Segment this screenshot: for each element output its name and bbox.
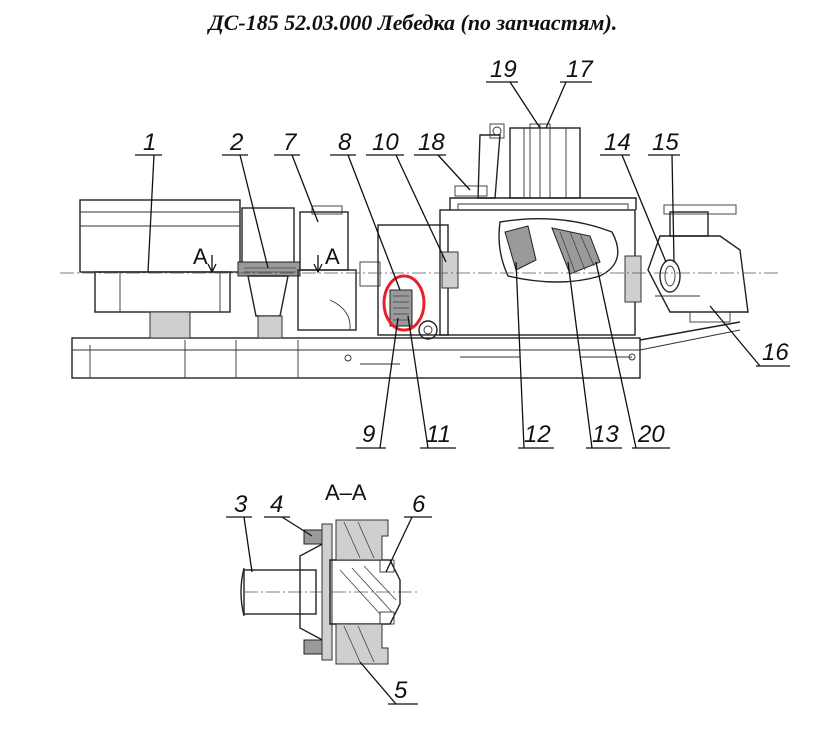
mast-bracket bbox=[454, 123, 581, 199]
svg-text:14: 14 bbox=[604, 129, 631, 156]
svg-text:18: 18 bbox=[418, 129, 445, 156]
callout-1: 1 bbox=[135, 129, 162, 273]
svg-text:4: 4 bbox=[270, 491, 283, 518]
callout-4: 4 bbox=[264, 491, 313, 537]
section-mark-right: А bbox=[313, 244, 340, 274]
callout-18: 18 bbox=[414, 129, 471, 191]
callout-5: 5 bbox=[359, 661, 418, 705]
svg-text:16: 16 bbox=[762, 339, 789, 366]
section-mark-label-left: А bbox=[193, 244, 208, 269]
callout-16: 16 bbox=[709, 305, 790, 367]
svg-text:5: 5 bbox=[394, 677, 408, 704]
section-mark-label-right: А bbox=[325, 244, 340, 269]
callout-3: 3 bbox=[226, 491, 253, 573]
shaft-coupling bbox=[389, 289, 438, 340]
callout-19: 19 bbox=[486, 56, 541, 129]
callout-15: 15 bbox=[648, 129, 680, 263]
svg-text:7: 7 bbox=[283, 129, 298, 156]
callout-12: 12 bbox=[515, 261, 554, 449]
drum-housing bbox=[359, 197, 642, 336]
section-title: А–А bbox=[325, 480, 367, 505]
svg-text:9: 9 bbox=[362, 421, 375, 448]
callout-6: 6 bbox=[385, 491, 432, 573]
callout-9: 9 bbox=[356, 317, 399, 449]
svg-text:19: 19 bbox=[490, 56, 517, 83]
svg-text:20: 20 bbox=[637, 421, 665, 448]
callout-7: 7 bbox=[274, 129, 319, 223]
pulley-assembly bbox=[647, 204, 749, 323]
svg-text:6: 6 bbox=[412, 491, 426, 518]
callout-17: 17 bbox=[545, 56, 594, 129]
callout-13: 13 bbox=[567, 261, 622, 449]
callout-8: 8 bbox=[330, 129, 401, 291]
frame-base bbox=[71, 321, 741, 379]
svg-text:11: 11 bbox=[426, 421, 451, 448]
svg-text:12: 12 bbox=[524, 421, 551, 448]
svg-text:1: 1 bbox=[143, 129, 156, 156]
svg-text:2: 2 bbox=[229, 129, 243, 156]
section-mark-left: А bbox=[193, 244, 217, 274]
highlight-circle bbox=[382, 274, 426, 332]
svg-text:17: 17 bbox=[566, 56, 594, 83]
svg-text:3: 3 bbox=[234, 491, 248, 518]
svg-text:13: 13 bbox=[592, 421, 619, 448]
callout-10: 10 bbox=[366, 129, 447, 263]
callout-20: 20 bbox=[595, 261, 670, 449]
callout-11: 11 bbox=[407, 315, 456, 449]
electric-motor bbox=[79, 199, 241, 339]
svg-text:10: 10 bbox=[372, 129, 399, 156]
callout-14: 14 bbox=[600, 129, 667, 263]
gearbox bbox=[297, 205, 357, 331]
svg-text:15: 15 bbox=[652, 129, 679, 156]
drawing-title: ДС-185 52.03.000 Лебедка (по запчастям). bbox=[208, 10, 618, 35]
callout-2: 2 bbox=[222, 129, 269, 269]
svg-text:8: 8 bbox=[338, 129, 352, 156]
section-shaft bbox=[240, 519, 420, 665]
